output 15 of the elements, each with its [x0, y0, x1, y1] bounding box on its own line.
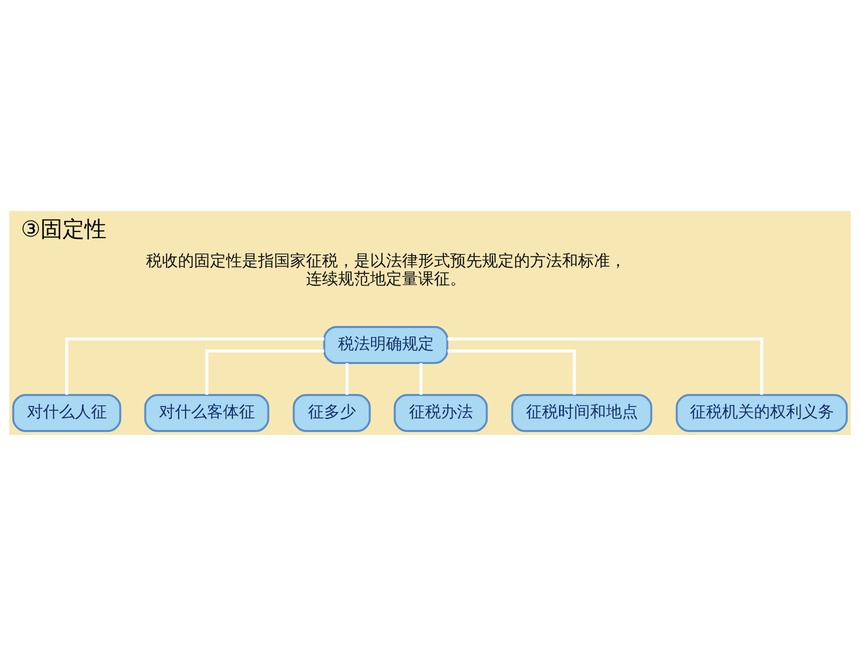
node-box: 对什么人征	[12, 394, 122, 432]
connector	[346, 362, 348, 394]
connector	[447, 349, 576, 394]
connector	[65, 337, 324, 394]
connector	[420, 362, 422, 394]
node-box: 对什么客体征	[144, 394, 270, 432]
connector	[205, 349, 324, 394]
node-box: 税法明确规定	[323, 326, 448, 364]
label: 税收的固定性是指国家征税，是以法律形式预先规定的方法和标准，连续规范地定量课征。	[146, 250, 626, 288]
diagram-title: ③固定性	[20, 217, 107, 242]
node-box: 征税办法	[394, 394, 488, 432]
node-box: 征多少	[292, 394, 371, 432]
node-box: 征税时间和地点	[511, 394, 652, 432]
connector	[447, 337, 764, 394]
node-box: 征税机关的权利义务	[676, 394, 848, 432]
